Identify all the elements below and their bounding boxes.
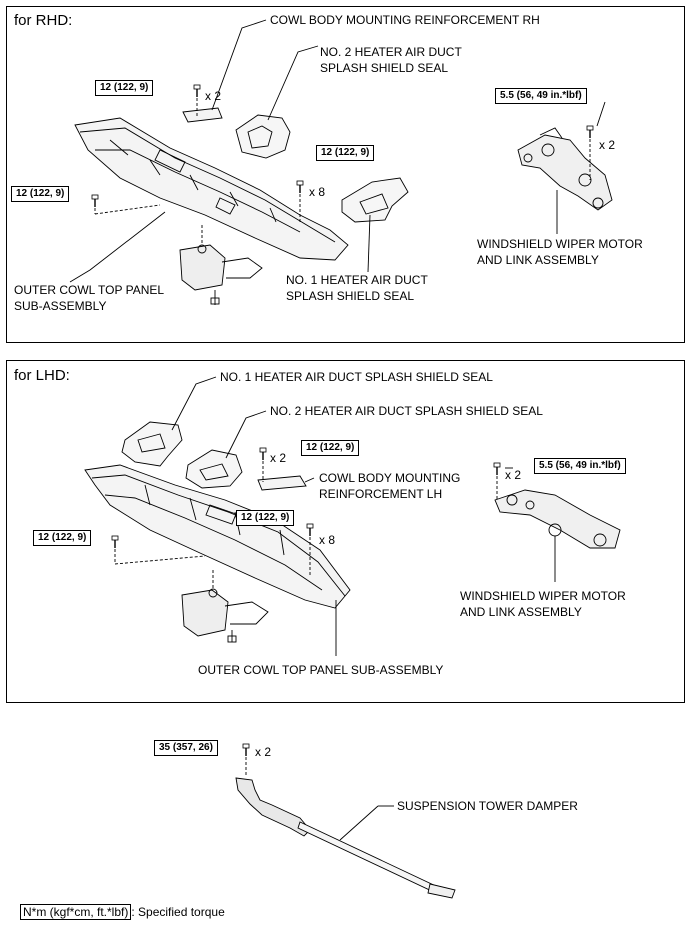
label-lhd-no1-seal: NO. 1 HEATER AIR DUCT SPLASH SHIELD SEAL [220,370,493,384]
label-lhd-no2-seal: NO. 2 HEATER AIR DUCT SPLASH SHIELD SEAL [270,404,543,418]
damper-torque-spec: 35 (357, 26) [154,740,218,756]
lhd-torque-spec-3: 12 (122, 9) [236,510,295,526]
label-lhd-wiper-line2: AND LINK ASSEMBLY [460,605,582,619]
lhd-torque-spec-4: 12 (122, 9) [33,530,92,546]
rhd-title: for RHD: [14,12,73,29]
label-rhd-wiper-line1: WINDSHIELD WIPER MOTOR [477,237,643,251]
rhd-torque-spec-4: 5.5 (56, 49 in.*lbf) [495,88,587,104]
label-rhd-no2-seal-line1: NO. 2 HEATER AIR DUCT [320,45,462,59]
rhd-torque-spec-1: 12 (122, 9) [95,80,154,96]
rhd-cowl-panel-shape [74,117,349,261]
lhd-title: for LHD: [14,367,70,384]
rhd-reservoir-shape [179,244,263,305]
label-rhd-no1-seal-line1: NO. 1 HEATER AIR DUCT [286,273,428,287]
label-lhd-cowl-panel: OUTER COWL TOP PANEL SUB-ASSEMBLY [198,663,444,677]
lhd-multiplier-2: x 2 [505,468,522,482]
rhd-panel [6,6,685,343]
label-rhd-no2-seal-line2: SPLASH SHIELD SEAL [320,61,449,75]
label-lhd-wiper-line1: WINDSHIELD WIPER MOTOR [460,589,626,603]
label-rhd-cowl-panel-line1: OUTER COWL TOP PANEL [14,283,165,297]
rhd-wiper-shape [517,127,613,211]
lhd-torque-spec-2: 5.5 (56, 49 in.*lbf) [534,458,626,474]
label-cowl-reinforcement-rh: COWL BODY MOUNTING REINFORCEMENT RH [270,13,540,27]
rhd-multiplier-1: x 2 [205,89,222,103]
rhd-torque-spec-2: 12 (122, 9) [11,186,70,202]
label-lhd-cowl-reinf-line1: COWL BODY MOUNTING [319,471,461,485]
label-rhd-no1-seal-line2: SPLASH SHIELD SEAL [286,289,415,303]
legend-text: : Specified torque [131,905,225,919]
legend-unit-box: N*m (kgf*cm, ft.*lbf) [20,904,132,920]
lhd-wiper-shape [494,489,621,549]
label-rhd-cowl-panel-line2: SUB-ASSEMBLY [14,299,107,313]
rhd-torque-spec-3: 12 (122, 9) [316,145,375,161]
damper-shape [235,743,456,899]
rhd-multiplier-2: x 8 [309,185,326,199]
label-lhd-cowl-reinf-line2: REINFORCEMENT LH [319,487,443,501]
rhd-multiplier-3: x 2 [599,138,616,152]
lhd-multiplier-3: x 8 [319,533,336,547]
lhd-panel [6,360,685,703]
lhd-reservoir-shape [181,588,269,643]
lhd-cowl-panel-shape [84,464,351,609]
lhd-multiplier-1: x 2 [270,451,287,465]
torque-legend: N*m (kgf*cm, ft.*lbf): Specified torque [20,904,225,920]
label-suspension-tower-damper: SUSPENSION TOWER DAMPER [397,799,578,813]
damper-multiplier: x 2 [255,745,272,759]
label-rhd-wiper-line2: AND LINK ASSEMBLY [477,253,599,267]
lhd-torque-spec-1: 12 (122, 9) [301,440,360,456]
